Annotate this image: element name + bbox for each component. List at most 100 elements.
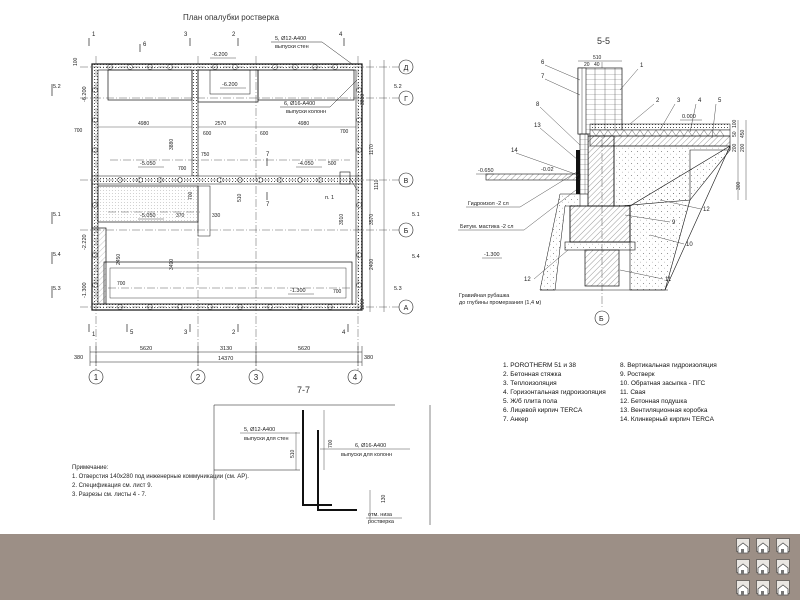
- notes-heading: Примечание:: [72, 465, 109, 471]
- section55-dim-510: 510: [593, 55, 602, 61]
- house-elevation-icon[interactable]: [736, 538, 750, 554]
- dim-v-1110: 1110: [374, 179, 380, 190]
- house-elevation-icon[interactable]: [776, 580, 790, 596]
- right-mark-5-1: 5.1: [412, 212, 420, 218]
- level-mark-4: -4.050: [298, 161, 314, 167]
- footer-band: [0, 534, 800, 600]
- callout-rebar-walls: 5, Ø12-А400: [275, 36, 306, 42]
- house-elevation-icon[interactable]: [776, 538, 790, 554]
- level-mark-6: -1.300: [290, 288, 306, 294]
- legend-item-10: 10. Обратная засыпка - ПГС: [620, 379, 706, 387]
- callout-rebar-columns-sub: выпуски колонн: [286, 109, 326, 115]
- legend-item-7: 7. Анкер: [503, 416, 529, 423]
- dim-v-3810: 3810: [360, 94, 366, 105]
- dim-v-3880: 3880: [169, 139, 175, 150]
- legend-item-3: 3. Теплоизоляция: [503, 380, 557, 387]
- section55-level-1300: -1.300: [484, 252, 500, 258]
- legend-item-5: 5. Ж/б плита пола: [503, 397, 558, 405]
- section-mark-top-3: 3: [184, 32, 188, 38]
- callout-10: 10: [686, 242, 693, 248]
- legend-item-1: 1. POROTHERM 51 и 38: [503, 362, 576, 369]
- dim-v-3490: 3490: [169, 259, 175, 270]
- dim-600-a: 600: [203, 131, 212, 137]
- dim-380-right: 380: [364, 355, 373, 361]
- thumbnail-grid: [734, 534, 798, 600]
- section77-rebar-walls: 5, Ø12-А400: [244, 427, 275, 433]
- left-mark-5-4: 5.4: [53, 252, 61, 258]
- section77-rebar-walls-sub: выпуски для стен: [244, 436, 289, 442]
- section77-level-note: отм. низа: [368, 512, 393, 518]
- callout-13: 13: [534, 123, 541, 129]
- callout-4: 4: [698, 98, 702, 104]
- callout-3: 3: [677, 98, 681, 104]
- section55-rdim-200a: 200: [732, 143, 738, 152]
- section77-level-note-sub: ростверка: [368, 519, 395, 525]
- section-mark-top-6: 6: [143, 42, 147, 48]
- dim-750: 750: [201, 152, 210, 158]
- legend-item-11: 11. Свая: [620, 389, 646, 396]
- dim-500: 500: [328, 161, 337, 167]
- axis-bubble-a: А: [404, 305, 409, 312]
- dim-700-a: 700: [74, 128, 83, 134]
- section55-note-gravel: Гравийная рубашка: [459, 292, 510, 299]
- house-elevation-icon[interactable]: [756, 538, 770, 554]
- legend-item-13: 13. Вентиляционная коробка: [620, 406, 708, 414]
- dim-700-b: 700: [340, 129, 349, 135]
- plan-title: План опалубки ростверка: [183, 13, 280, 22]
- dim-3130: 3130: [220, 346, 232, 352]
- callout-11: 11: [665, 277, 672, 283]
- axis-bubble-3: 3: [254, 373, 259, 382]
- level-mark-2: -6.200: [222, 82, 238, 88]
- callout-rebar-columns: 6, Ø16-А400: [284, 101, 315, 107]
- house-elevation-icon[interactable]: [736, 580, 750, 596]
- level-mark-5: -5.050: [140, 213, 156, 219]
- legend-item-12: 12. Бетонная подушка: [620, 398, 687, 405]
- section55-rdim-300: 300: [736, 181, 742, 190]
- dim-370: 370: [176, 213, 185, 219]
- house-elevation-icon[interactable]: [776, 559, 790, 575]
- section-mark-top-1: 1: [92, 32, 96, 38]
- house-elevation-icon[interactable]: [756, 580, 770, 596]
- notes-item-3: 3. Разрезы см. листы 4 - 7.: [72, 492, 147, 498]
- callout-p1: п. 1: [325, 195, 334, 201]
- section55-note-bitumen: Битум. мастика -2 сл: [460, 224, 513, 230]
- dim-v-2450: 2450: [116, 254, 122, 265]
- dim-v-2400: 2400: [369, 259, 375, 270]
- section77-dim-130: 130: [381, 494, 387, 503]
- section55-level-002: -0.02: [541, 167, 554, 173]
- dim-v-510: 510: [237, 193, 243, 202]
- level-mark-1: -6.200: [212, 52, 228, 58]
- section-5-5: 5-5 510 20 40: [458, 36, 747, 326]
- legend-item-4: 4. Горизонтальная гидроизоляция: [503, 389, 606, 396]
- house-elevation-icon[interactable]: [736, 559, 750, 575]
- dim-5620-right: 5620: [298, 346, 310, 352]
- dim-v-1170: 1170: [369, 144, 375, 155]
- section55-note-waterproofing: Гидроизол -2 сл: [468, 201, 509, 207]
- plan-top-section-marks: 1 6 3 2 4: [88, 32, 345, 52]
- callout-6: 6: [541, 60, 545, 66]
- house-elevation-icon[interactable]: [756, 559, 770, 575]
- left-mark-5-1: 5.1: [53, 212, 61, 218]
- section77-rebar-columns: 6, Ø16-А400: [355, 443, 386, 449]
- dim-4980-right: 4980: [298, 121, 309, 127]
- section-mark-top-2: 2: [232, 32, 236, 38]
- callout-1: 1: [640, 63, 644, 69]
- section77-dim-700: 700: [328, 439, 334, 448]
- level-mark-3: -5.050: [140, 161, 156, 167]
- callout-12-right: 12: [703, 207, 710, 213]
- legend: 1. POROTHERM 51 и 38 2. Бетонная стяжка …: [503, 362, 717, 423]
- left-mark-5-3: 5.3: [53, 286, 61, 292]
- section-mark-mid-7b: 7: [266, 202, 270, 208]
- section55-rdim-200b: 200: [740, 143, 746, 152]
- callout-9: 9: [672, 220, 676, 226]
- dim-700-c: 700: [178, 166, 187, 172]
- dim-v-1010: 1010: [360, 299, 366, 310]
- callout-8: 8: [536, 102, 540, 108]
- section55-level-650: -0.650: [478, 168, 494, 174]
- legend-item-14: 14. Клинкерный кирпич TERCA: [620, 415, 715, 423]
- notes-item-1: 1. Отверстия 140х280 под инженерные комм…: [72, 474, 249, 480]
- legend-item-8: 8. Вертикальная гидроизоляция: [620, 362, 717, 369]
- axis-bubble-b: Б: [404, 228, 409, 235]
- dim-5620-left: 5620: [140, 346, 152, 352]
